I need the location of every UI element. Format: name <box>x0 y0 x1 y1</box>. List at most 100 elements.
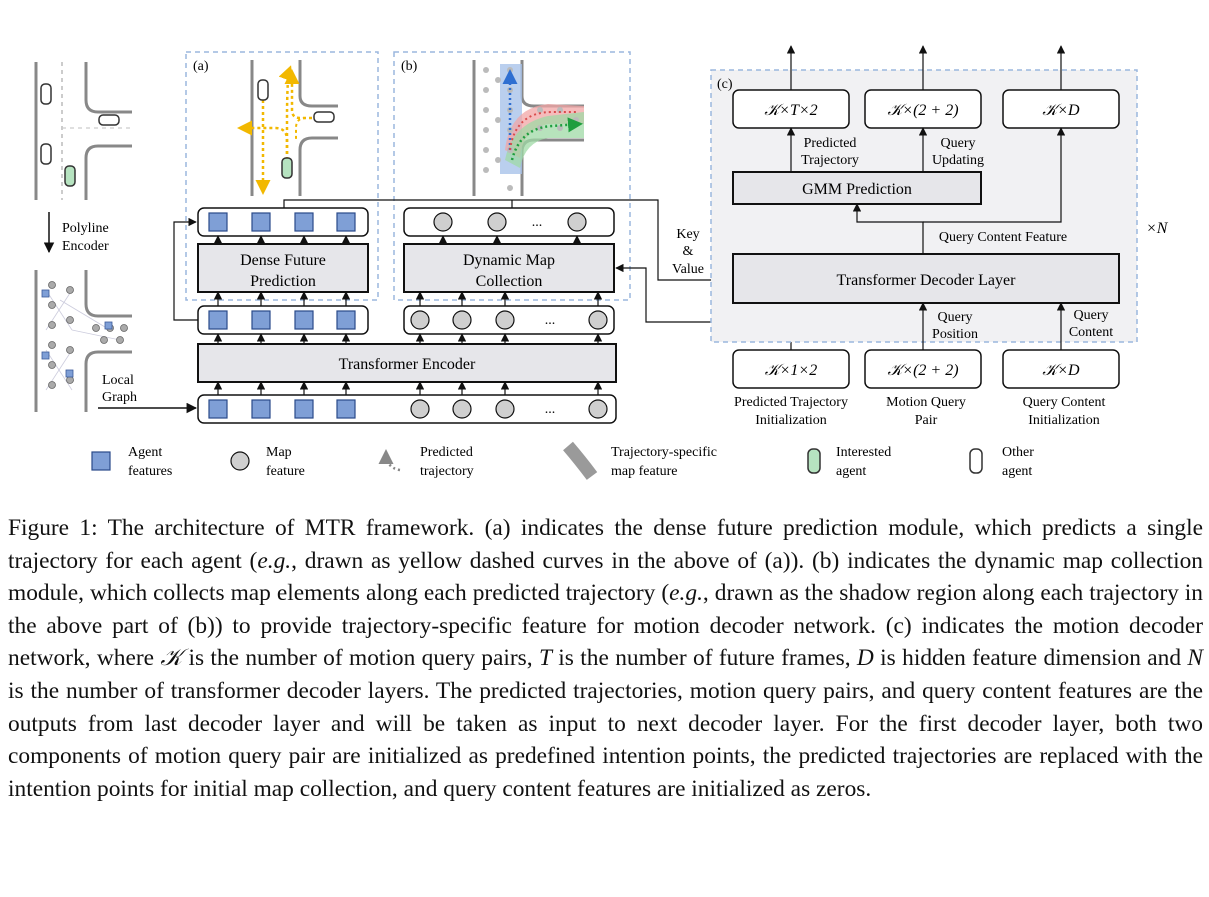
legend-map-label-2: feature <box>266 464 305 479</box>
query-content-label: Query <box>1074 308 1109 323</box>
caption-text: is the number of future frames, <box>551 645 857 672</box>
caption-text: is the number of motion query pairs, <box>182 645 539 672</box>
output-trajectory-shape: 𝒦×T×2 <box>764 102 817 119</box>
other-agent-car-icon <box>313 111 335 123</box>
dense-output-token-row <box>197 207 369 237</box>
legend-interested-label-2: agent <box>836 464 866 479</box>
caption-symbol-k: 𝒦 <box>160 645 183 672</box>
predicted-trajectory-label-2: Trajectory <box>801 153 859 168</box>
dynamic-map-label: Dynamic Map <box>463 252 555 269</box>
query-position-label: Query <box>938 310 973 325</box>
local-graph-label-2: Graph <box>102 390 137 405</box>
caption-text: is hidden feature dimension and <box>873 645 1188 672</box>
legend-pred-label: Predicted <box>420 445 473 460</box>
output-query-shape: 𝒦×(2 + 2) <box>887 102 958 119</box>
ellipsis: ... <box>545 313 556 328</box>
legend-other-label-2: agent <box>1002 464 1032 479</box>
caption-eg: e.g. <box>669 580 703 607</box>
caption-text: , drawn as the shadow region along each … <box>8 580 1204 672</box>
ellipsis: ... <box>532 215 543 230</box>
caption-text: , drawn as yellow dashed curves in the a… <box>8 547 1203 607</box>
panel-b-scene <box>472 60 584 196</box>
motion-query-pair-label-2: Pair <box>915 413 938 428</box>
polyline-encoder-label-2: Encoder <box>62 239 109 254</box>
input-content-shape: 𝒦×D <box>1042 362 1080 379</box>
dense-future-prediction-block <box>197 243 369 293</box>
panel-a-scene <box>237 60 338 196</box>
caption-text: The architecture of MTR framework. (a) i… <box>8 515 1203 574</box>
dynamic-map-label-2: Collection <box>476 273 543 290</box>
local-graph-label: Local <box>102 373 134 388</box>
legend-interested-label: Interested <box>836 445 891 460</box>
interested-agent-car-icon <box>64 165 76 187</box>
input-query-box <box>864 349 982 389</box>
road-scene-top <box>34 62 132 200</box>
map-feature-tokens <box>433 212 587 232</box>
transformer-decoder-block <box>732 253 1120 304</box>
other-agent-car-icon <box>40 83 52 105</box>
figure-caption: Figure 1:The architecture of MTR framewo… <box>8 512 1203 805</box>
key-value-label-3: Value <box>672 262 704 277</box>
gmm-prediction-block <box>732 171 982 205</box>
other-agent-car-icon <box>257 79 269 101</box>
legend: Agent features Map feature Predicted tra… <box>91 441 1034 480</box>
output-content-shape: 𝒦×D <box>1042 102 1080 119</box>
trajectory-init-label: Predicted Trajectory <box>734 395 848 410</box>
caption-eg: e.g. <box>257 547 292 574</box>
agent-feature-tokens <box>208 212 356 232</box>
query-updating-label-2: Updating <box>932 153 984 168</box>
trajectory-init-label-2: Initialization <box>755 413 827 428</box>
input-trajectory-box <box>732 349 850 389</box>
trajectory-specific-map-legend-icon <box>563 441 598 480</box>
predicted-trajectory-label: Predicted <box>804 136 857 151</box>
query-content-label-2: Content <box>1069 325 1113 340</box>
key-value-label-2: & <box>683 244 694 259</box>
legend-map-label: Map <box>266 445 292 460</box>
figure-canvas: Polyline Encoder Local Graph (a) <box>34 45 1169 480</box>
dense-future-label: Dense Future <box>240 252 326 269</box>
interested-agent-legend-icon <box>807 448 821 474</box>
map-feature-legend-icon <box>230 451 250 471</box>
legend-pred-label-2: trajectory <box>420 464 474 479</box>
times-n-label: ×N <box>1146 220 1169 237</box>
dynamic-map-collection-block <box>403 243 615 293</box>
interested-agent-car-icon <box>281 157 293 179</box>
transformer-decoder-label: Transformer Decoder Layer <box>837 272 1017 289</box>
caption-symbol-n: N <box>1187 645 1203 672</box>
predicted-trajectory-legend-icon <box>378 449 401 472</box>
other-agent-car-icon <box>98 114 120 126</box>
caption-symbol-t: T <box>538 645 552 672</box>
caption-symbol-d: D <box>856 645 874 672</box>
query-content-feature-label: Query Content Feature <box>939 230 1067 245</box>
panel-a-label: (a) <box>193 59 209 74</box>
content-init-label-2: Initialization <box>1028 413 1100 428</box>
caption-label: Figure 1: <box>8 515 98 541</box>
caption-text: is the number of transformer decoder lay… <box>8 677 1203 802</box>
input-trajectory-shape: 𝒦×1×2 <box>765 362 817 379</box>
other-agent-car-icon <box>40 143 52 165</box>
agent-feature-legend-icon <box>91 451 111 471</box>
panel-b-frame <box>393 51 631 301</box>
other-agent-legend-icon <box>969 448 983 474</box>
legend-agent-label-2: features <box>128 464 172 479</box>
input-content-box <box>1002 349 1120 389</box>
map-output-token-row <box>403 207 615 237</box>
motion-query-pair-label: Motion Query <box>886 395 966 410</box>
query-updating-label: Query <box>941 136 976 151</box>
ellipsis: ... <box>545 402 556 417</box>
road-scene-graph <box>34 270 132 412</box>
mtr-architecture-figure: Polyline Encoder Local Graph (a) <box>34 45 1169 480</box>
panel-c-label: (c) <box>717 77 733 92</box>
query-position-label-2: Position <box>932 327 978 342</box>
key-value-label: Key <box>676 227 699 242</box>
legend-tsm-label: Trajectory-specific <box>611 445 717 460</box>
legend-other-label: Other <box>1002 445 1034 460</box>
transformer-encoder-label: Transformer Encoder <box>339 356 476 373</box>
panel-b-label: (b) <box>401 59 418 74</box>
input-query-shape: 𝒦×(2 + 2) <box>887 362 958 379</box>
panel-a-frame <box>185 51 379 301</box>
legend-agent-label: Agent <box>128 445 162 460</box>
gmm-prediction-label: GMM Prediction <box>802 181 912 198</box>
transformer-encoder-block <box>197 343 617 383</box>
polyline-encoder-label: Polyline <box>62 221 109 236</box>
